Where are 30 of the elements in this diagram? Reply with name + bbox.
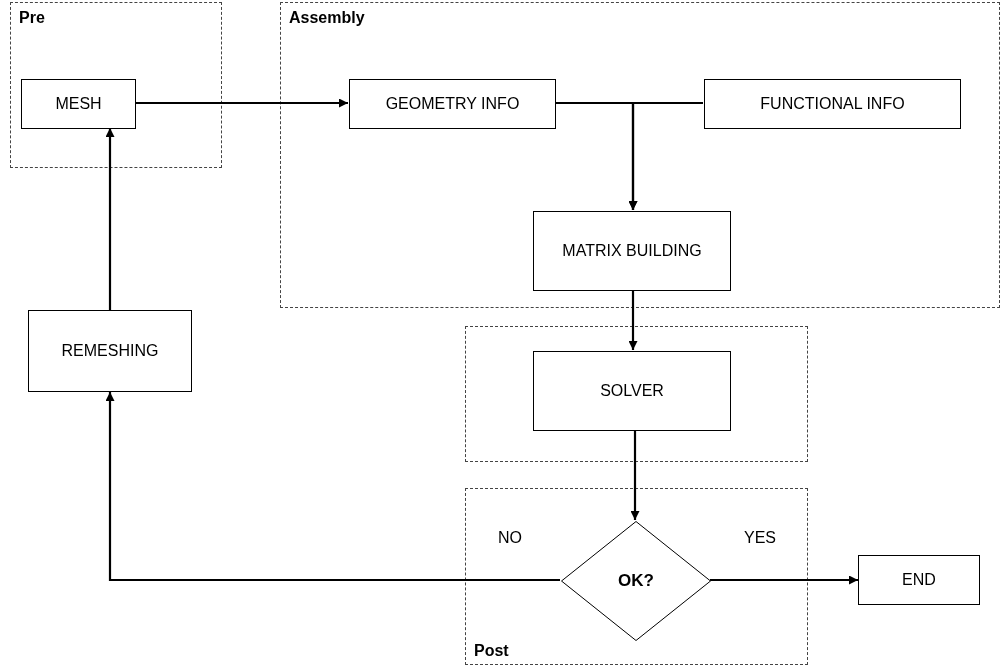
group-heading: Post	[474, 642, 509, 660]
process-label: GEOMETRY INFO	[385, 93, 520, 114]
group-heading: Pre	[19, 9, 45, 27]
arrow	[105, 128, 115, 310]
process-label: MATRIX BUILDING	[562, 240, 702, 261]
process-label: FUNCTIONAL INFO	[760, 93, 905, 114]
arrow	[628, 101, 703, 210]
decision-label: OK?	[618, 571, 654, 591]
process-box	[858, 555, 980, 605]
arrow	[105, 392, 560, 582]
process-label: END	[902, 569, 936, 590]
dashed-group-frame	[10, 2, 222, 168]
dashed-group-frame	[280, 2, 1000, 308]
process-box	[533, 351, 731, 431]
arrow	[135, 98, 348, 108]
process-box	[28, 310, 192, 392]
process-label: REMESHING	[61, 340, 159, 361]
process-box	[349, 79, 556, 129]
process-box	[704, 79, 961, 129]
decision-diamond	[561, 521, 711, 641]
process-label: MESH	[55, 93, 102, 114]
arrow	[628, 290, 638, 350]
dashed-group-frame	[465, 326, 808, 462]
process-label: SOLVER	[600, 380, 664, 401]
group-heading: Assembly	[289, 9, 365, 27]
dashed-group-frame	[465, 488, 808, 665]
process-box	[21, 79, 136, 129]
arrow	[630, 430, 640, 520]
arrow	[710, 575, 858, 585]
process-box	[533, 211, 731, 291]
